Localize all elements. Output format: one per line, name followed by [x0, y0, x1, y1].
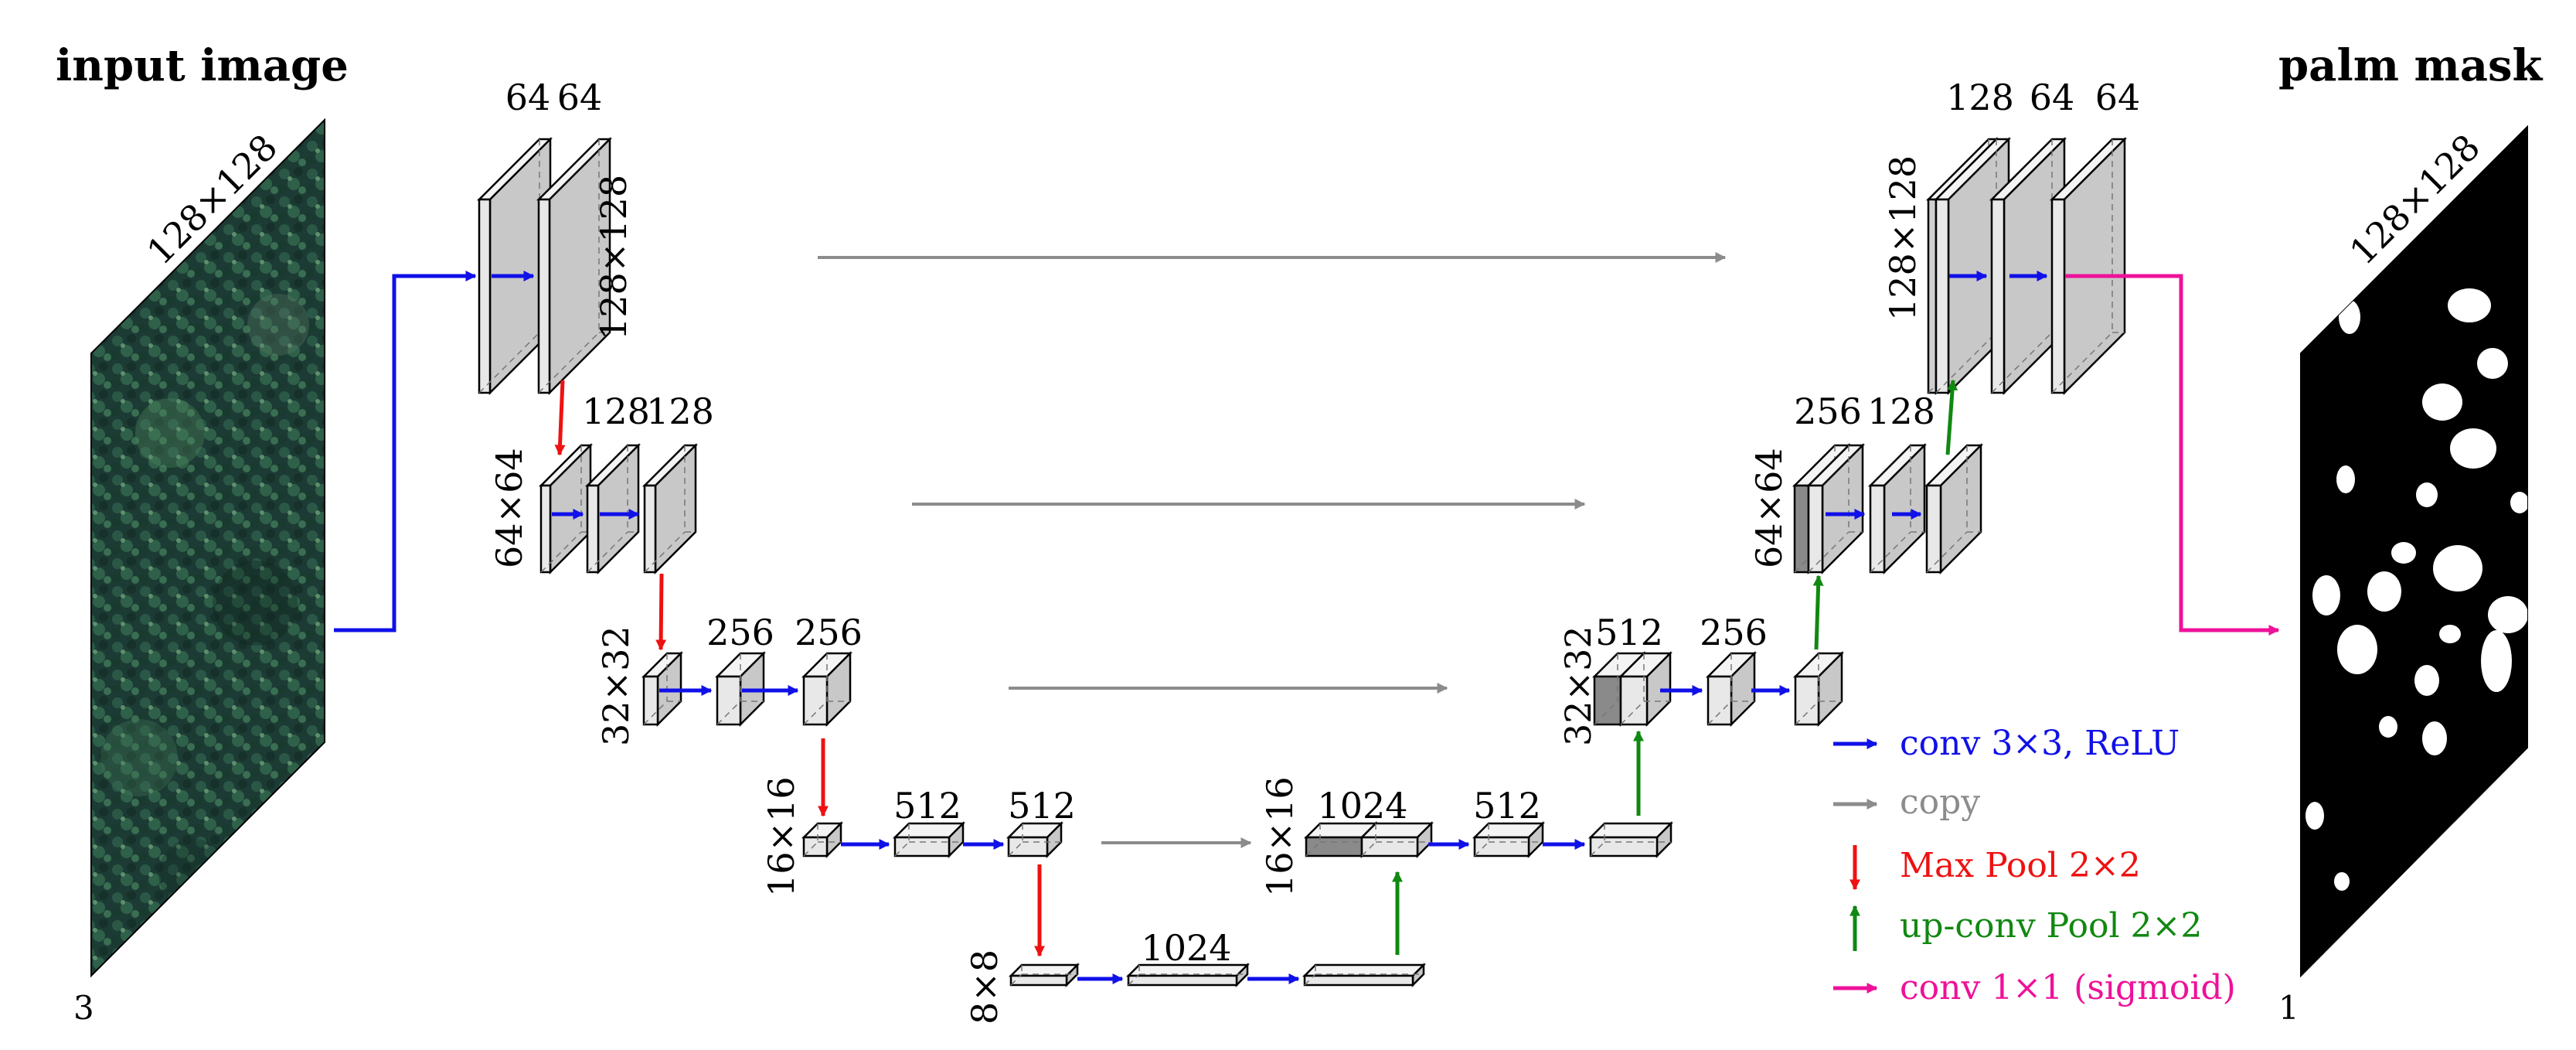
output-title: palm mask	[2278, 40, 2544, 91]
bottom-block-2	[1125, 962, 1251, 988]
upconv-2-arrow	[1812, 574, 1824, 650]
enc4-block-1	[801, 820, 844, 859]
input-to-enc1-arrow	[334, 271, 477, 632]
enc2-res-label: 64×64	[488, 448, 530, 568]
bottom-block-1	[1008, 962, 1080, 988]
legend: conv 3×3, ReLU copy Max Pool 2×2 up-conv…	[1833, 724, 2236, 1007]
dec3-ch2-label: 256	[1700, 612, 1768, 653]
output-channels-label: 1	[2278, 989, 2299, 1027]
legend-item-upconv: up-conv Pool 2×2	[1849, 905, 2202, 951]
legend-label-final-conv: conv 1×1 (sigmoid)	[1900, 968, 2236, 1007]
enc3-res-label: 32×32	[595, 626, 637, 746]
dec3-ch1-label: 512	[1595, 612, 1663, 653]
dec1-ch2-label: 64	[2030, 77, 2075, 118]
dec1-block-3	[2049, 136, 2128, 396]
enc1-block-2	[536, 136, 613, 396]
input-image	[90, 118, 325, 978]
enc1-block-1	[476, 136, 553, 396]
pool-1-arrow	[554, 380, 566, 456]
legend-item-copy: copy	[1833, 782, 1980, 822]
legend-label-copy: copy	[1900, 782, 1980, 822]
dec4-block-3	[1587, 820, 1674, 859]
legend-item-maxpool: Max Pool 2×2	[1849, 845, 2141, 891]
enc2-ch2-label: 128	[646, 390, 714, 432]
dec2-block-1	[1805, 442, 1866, 575]
legend-item-conv: conv 3×3, ReLU	[1833, 724, 2180, 763]
dec3-block-1	[1618, 650, 1673, 728]
dec3-block-2	[1705, 650, 1758, 728]
dec3-res-label: 32×32	[1557, 626, 1599, 746]
enc1-res-label: 128×128	[593, 175, 635, 340]
enc4-res-label: 16×16	[761, 776, 802, 897]
legend-label-upconv: up-conv Pool 2×2	[1900, 906, 2202, 946]
dec1-res-label: 128×128	[1882, 155, 1924, 321]
output-mask	[2300, 124, 2528, 978]
enc3-ch1-label: 256	[706, 612, 774, 653]
enc1-ch2-label: 64	[557, 77, 603, 118]
enc3-block-3	[801, 650, 853, 728]
input-title: input image	[56, 40, 349, 91]
arrows	[334, 252, 2280, 984]
enc2-ch1-label: 128	[582, 390, 650, 432]
dec1-ch3-label: 64	[2095, 77, 2141, 118]
enc4-ch1-label: 512	[893, 785, 961, 827]
dec2-block-2	[1867, 442, 1928, 575]
enc4-block-3	[1006, 820, 1064, 859]
bottom-res-label: 8×8	[964, 949, 1006, 1024]
legend-label-conv: conv 3×3, ReLU	[1900, 724, 2180, 763]
dec4-block-2	[1472, 820, 1546, 859]
final-conv-arrow	[2065, 274, 2280, 636]
bottom-block-3	[1302, 962, 1427, 988]
dec2-res-label: 64×64	[1748, 448, 1790, 568]
enc4-ch2-label: 512	[1008, 785, 1076, 827]
input-channels-label: 3	[73, 989, 94, 1027]
dec2-block-3	[1924, 442, 1984, 575]
enc1-ch1-label: 64	[505, 77, 551, 118]
pool-2-arrow	[655, 573, 667, 651]
enc2-block-2	[584, 442, 641, 575]
enc4-block-2	[892, 820, 966, 859]
legend-item-final-conv: conv 1×1 (sigmoid)	[1833, 968, 2236, 1007]
dec4-res-label: 16×16	[1259, 776, 1301, 897]
enc2-block-3	[641, 442, 699, 575]
enc3-ch2-label: 256	[795, 612, 863, 653]
upconv-1-arrow	[1945, 379, 1958, 455]
dec1-ch1-label: 128	[1946, 77, 2014, 118]
enc2-block-1	[538, 442, 594, 575]
dec3-block-3	[1792, 650, 1845, 728]
dec2-ch2-label: 128	[1867, 390, 1935, 432]
tensor-blocks	[476, 136, 2128, 988]
bottom-ch-label: 1024	[1141, 927, 1231, 969]
dec1-block-2	[1989, 136, 2067, 396]
enc3-block-1	[641, 650, 684, 728]
dec4-block-1	[1359, 820, 1434, 859]
dec4-ch2-label: 512	[1473, 785, 1541, 827]
legend-label-maxpool: Max Pool 2×2	[1900, 846, 2141, 885]
dec2-ch1-label: 256	[1794, 390, 1862, 432]
dec4-ch1-label: 1024	[1317, 785, 1407, 827]
